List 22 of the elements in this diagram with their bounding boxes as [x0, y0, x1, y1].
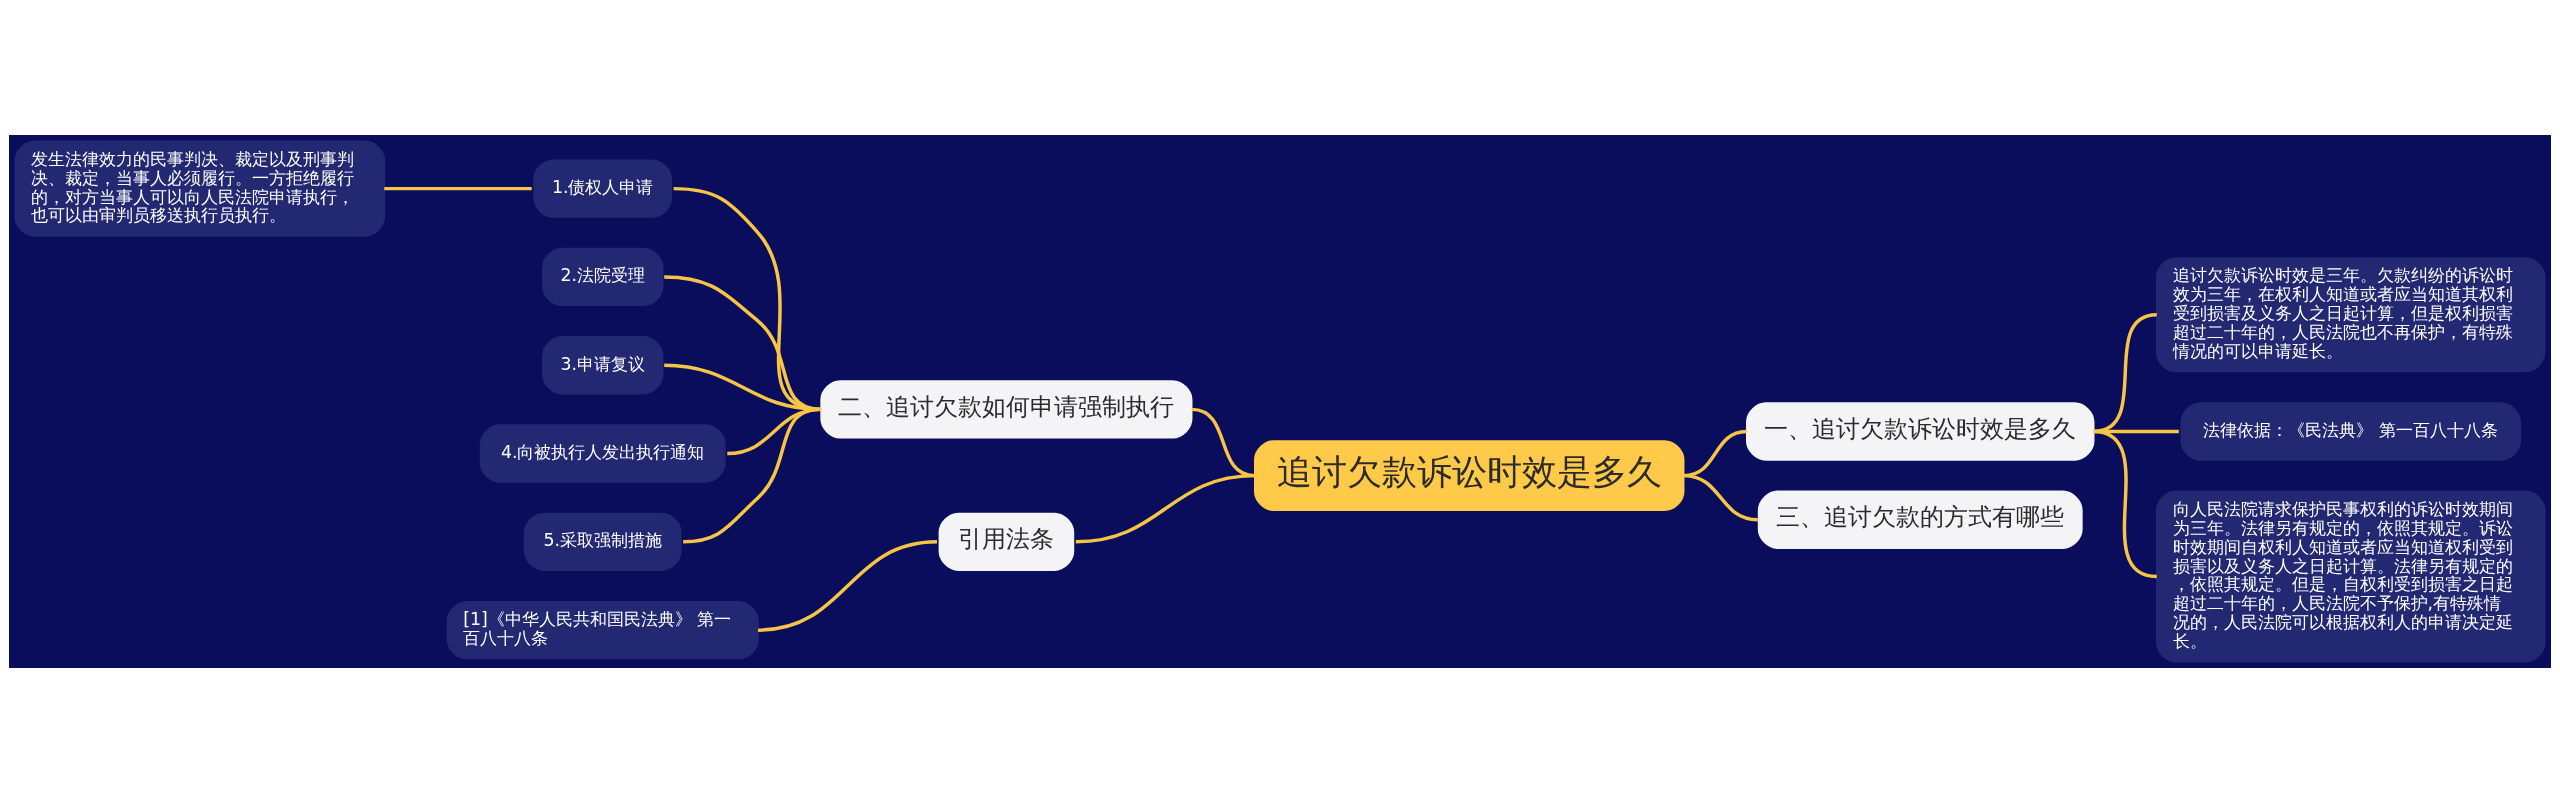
connector: [683, 407, 822, 544]
connector: [1075, 473, 1255, 544]
connector: [384, 186, 532, 191]
connector: [2093, 429, 2158, 579]
node-box: 追讨欠款诉讼时效是多久: [1254, 440, 1685, 512]
connector: [1683, 473, 1758, 522]
node-box: 2.法院受理: [542, 247, 664, 307]
node-box: 追讨欠款诉讼时效是三年。欠款纠纷的诉讼时效为三年，在权利人知道或者应当知道其权利受到损害及义务人之日起计算，但是权利损害超过二十年的，人民法院也不再保护，有特殊情况的可以申请延长。: [2156, 257, 2546, 373]
node-box: 向人民法院请求保护民事权利的诉讼时效期间为三年。法律另有规定的，依照其规定。诉讼时效期间自权利人知道或者应当知道权利受到损害以及义务人之日起计算。法律另有规定的，依照其规定。但是，自权利受到损害之日起超过二十年的，人民法院不予保护,有特殊情况的，人民法院可以根据权利人的申请决定延长。: [2156, 490, 2546, 663]
node-box: 法律依据：《民法典》 第一百八十八条: [2180, 402, 2522, 461]
connector: [757, 540, 938, 632]
connector: [664, 275, 822, 412]
node-box: 三、追讨欠款的方式有哪些: [1757, 490, 2083, 549]
node-box: 5.采取强制措施: [523, 512, 682, 571]
node-box: [1]《中华人民共和国民法典》 第一百八十八条: [446, 601, 759, 660]
node-box: 4.向被执行人发出执行通知: [479, 424, 726, 483]
node-box: 二、追讨欠款如何申请强制执行: [820, 380, 1193, 439]
node-box: 引用法条: [938, 512, 1075, 571]
node-box: 一、追讨欠款诉讼时效是多久: [1746, 402, 2095, 461]
node-box: 1.债权人申请: [533, 159, 673, 218]
node-box: 3.申请复议: [542, 336, 664, 395]
node-box: 发生法律效力的民事判决、裁定以及刑事判决、裁定，当事人必须履行。一方拒绝履行的，对方当事人可以向人民法院申请执行，也可以由审判员移送执行员执行。: [14, 140, 386, 237]
